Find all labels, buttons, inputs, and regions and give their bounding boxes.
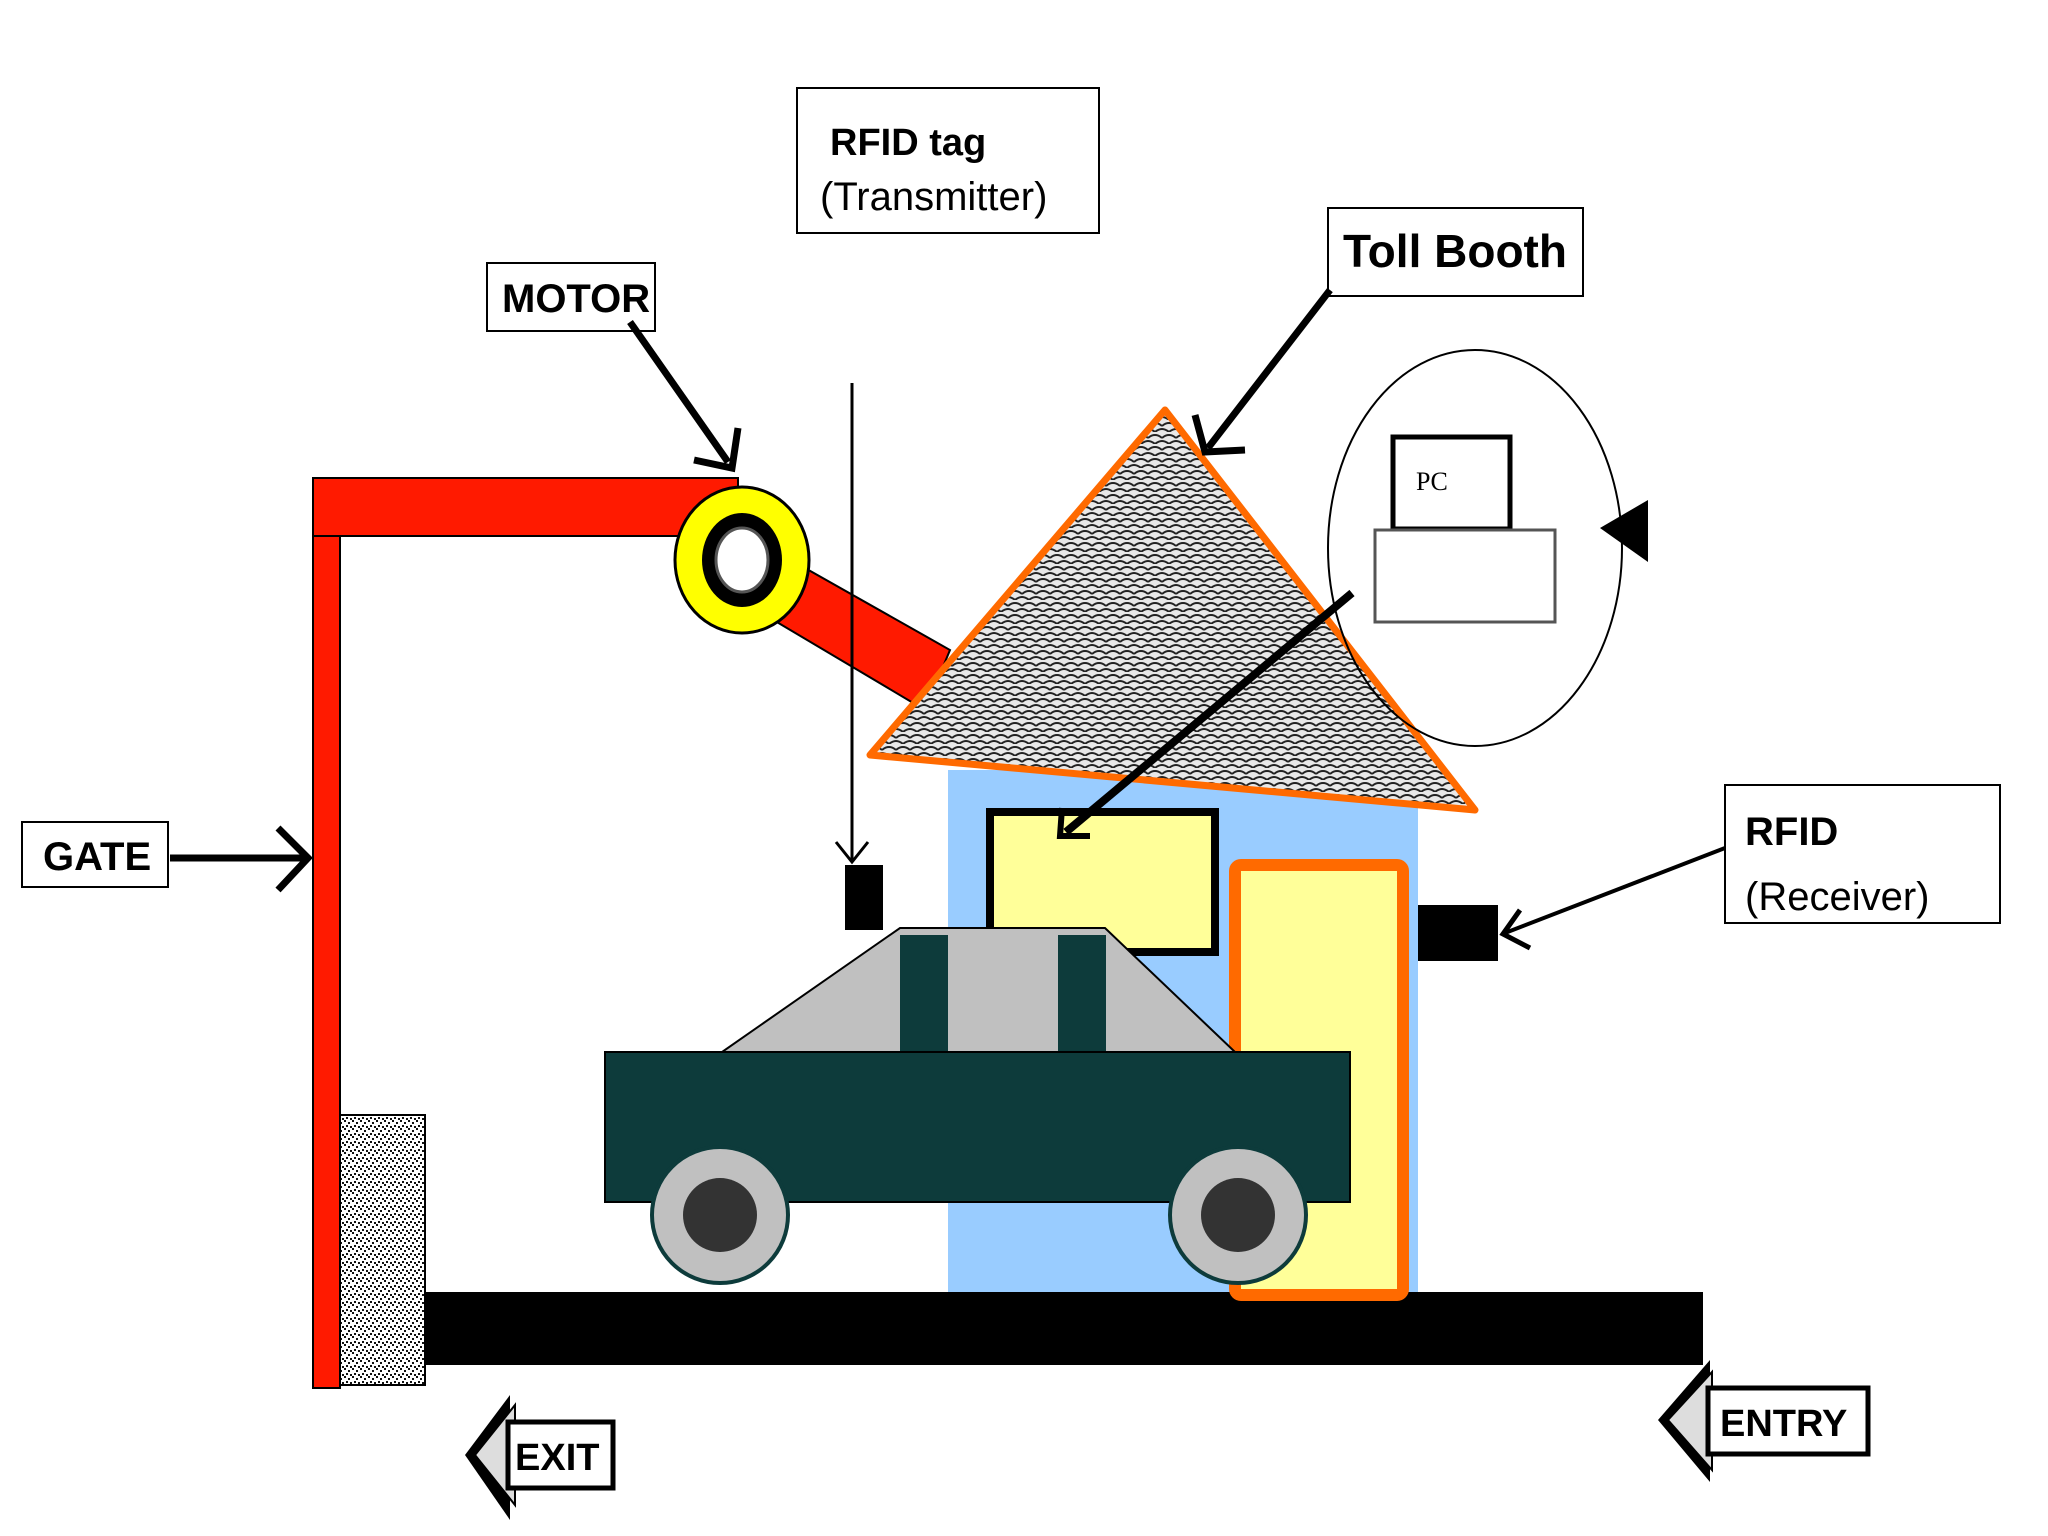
pc-icon bbox=[1373, 434, 1557, 624]
toll-booth-arrow bbox=[1205, 287, 1333, 451]
toll-booth-label-box bbox=[1327, 207, 1584, 297]
rfid-receiver-sublabel: (Receiver) bbox=[1745, 875, 1929, 919]
pc-label: PC bbox=[1416, 467, 1448, 496]
gate-frame bbox=[312, 477, 952, 1389]
exit-label: EXIT bbox=[515, 1437, 599, 1479]
pc-to-window-arrow bbox=[1063, 589, 1355, 836]
pc-callout-pointer-icon bbox=[1600, 500, 1648, 562]
motor-label: MOTOR bbox=[502, 277, 650, 321]
booth-roof bbox=[866, 406, 1479, 814]
toll-booth-label: Toll Booth bbox=[1343, 225, 1567, 277]
rfid-receiver-arrow bbox=[1504, 846, 1726, 935]
car-icon bbox=[604, 927, 1351, 1285]
entry-label: ENTRY bbox=[1720, 1403, 1847, 1445]
rfid-tag-label-box bbox=[796, 87, 1100, 234]
gate-label-box bbox=[21, 821, 169, 888]
rfid-tag-icon bbox=[845, 865, 883, 930]
pc-callout-circle bbox=[1327, 349, 1623, 747]
motor-label-box bbox=[486, 262, 656, 332]
entry-label-group bbox=[1658, 1360, 1871, 1482]
rfid-tag-sublabel: (Transmitter) bbox=[820, 175, 1047, 219]
gravel-block bbox=[339, 1114, 426, 1386]
gate-label: GATE bbox=[43, 835, 151, 879]
motor-icon bbox=[673, 485, 811, 635]
rfid-receiver-label: RFID bbox=[1745, 810, 1838, 854]
rfid-tag-label: RFID tag bbox=[830, 122, 986, 164]
road bbox=[425, 1292, 1703, 1365]
motor-arrow bbox=[627, 319, 731, 465]
rfid-receiver-icon bbox=[1418, 905, 1498, 961]
rfid-receiver-label-box bbox=[1724, 784, 2001, 924]
exit-label-group bbox=[465, 1395, 616, 1520]
